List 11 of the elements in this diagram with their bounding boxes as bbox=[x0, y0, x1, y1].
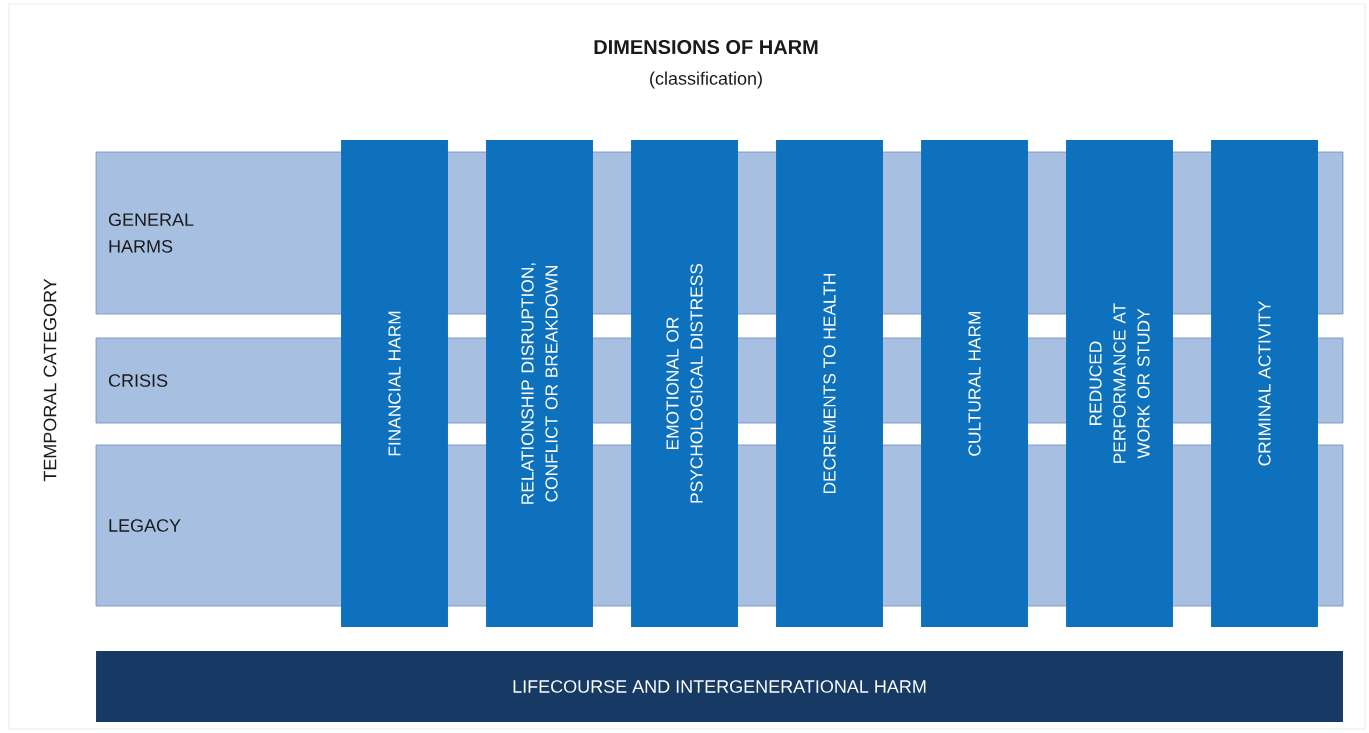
column-box: EMOTIONAL OR PSYCHOLOGICAL DISTRESS bbox=[631, 140, 738, 627]
subtitle: (classification) bbox=[650, 71, 762, 89]
column-box: RELATIONSHIP DISRUPTION, CONFLICT OR BREAKDOWN bbox=[486, 140, 593, 627]
title: DIMENSIONS OF HARM bbox=[594, 39, 818, 55]
base-bar: LIFECOURSE AND INTERGENERATIONAL HARM bbox=[96, 651, 1343, 722]
column-box: CULTURAL HARM bbox=[921, 140, 1028, 627]
axis-label: TEMPORAL CATEGORY bbox=[43, 278, 57, 482]
column-box: REDUCED PERFORMANCE AT WORK OR STUDY bbox=[1066, 140, 1173, 627]
column-box: FINANCIAL HARM bbox=[341, 140, 448, 627]
column-box: DECREMENTS TO HEALTH bbox=[776, 140, 883, 627]
column-box: CRIMINAL ACTIVITY bbox=[1211, 140, 1318, 627]
